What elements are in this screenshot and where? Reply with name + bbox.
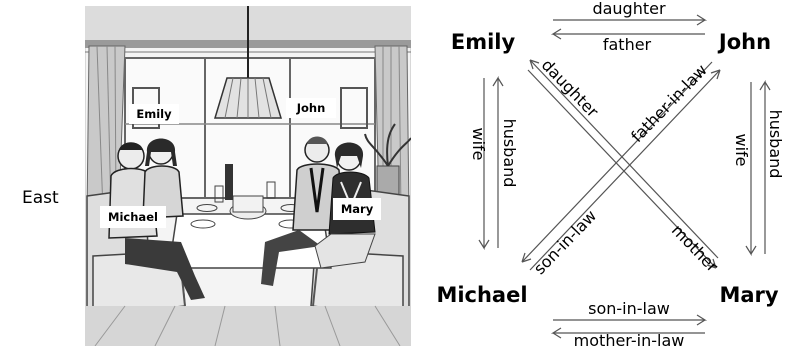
edge-arrow-emily-to-john [553,14,708,26]
edge-label-mary-to-michael: mother-in-law [574,331,685,350]
node-michael: Michael [436,283,527,307]
edge-arrow-john-to-emily [550,28,705,40]
edge-arrow-mary-to-john [759,79,771,254]
edge-label-emily-to-michael: husband [500,119,519,188]
edge-label-emily-to-john: daughter [592,0,666,18]
edge-label-mary-diag-emily: mother [668,221,722,276]
edge-label-john-to-emily: father [603,35,652,54]
node-john: John [717,30,771,54]
edge-arrow-emily-to-michael [478,78,490,251]
edge-arrow-emily-to-mary [527,69,717,269]
edge-label-mary-to-john: wife [732,133,751,166]
side-label: East [22,188,59,208]
edge-arrow-john-to-mary [745,82,757,257]
node-mary: Mary [719,283,778,307]
photo-label-emily: Emily [136,107,172,121]
edge-arrow-michael-to-emily [492,75,504,248]
edge-arrow-mary-to-michael [550,327,705,339]
edge-arrow-michael-to-mary [553,314,708,326]
edge-label-john-diag-michael: father-in-law [627,60,711,146]
edge-arrow-michael-to-john [529,69,721,271]
dinner-scene-illustration: Emily John Michael Mary [85,6,411,346]
edge-label-michael-to-emily: wife [469,127,488,160]
photo-label-michael: Michael [108,210,158,224]
edge-arrow-mary-to-emily [529,59,719,259]
edge-label-john-to-mary: husband [766,110,785,179]
edge-arrow-john-to-michael [521,61,713,263]
photo-label-john: John [296,101,326,115]
node-emily: Emily [451,30,516,54]
photo-label-mary: Mary [341,202,374,216]
edge-label-emily-diag-mary: daughter [538,55,603,121]
edge-label-michael-to-mary: son-in-law [588,299,670,318]
